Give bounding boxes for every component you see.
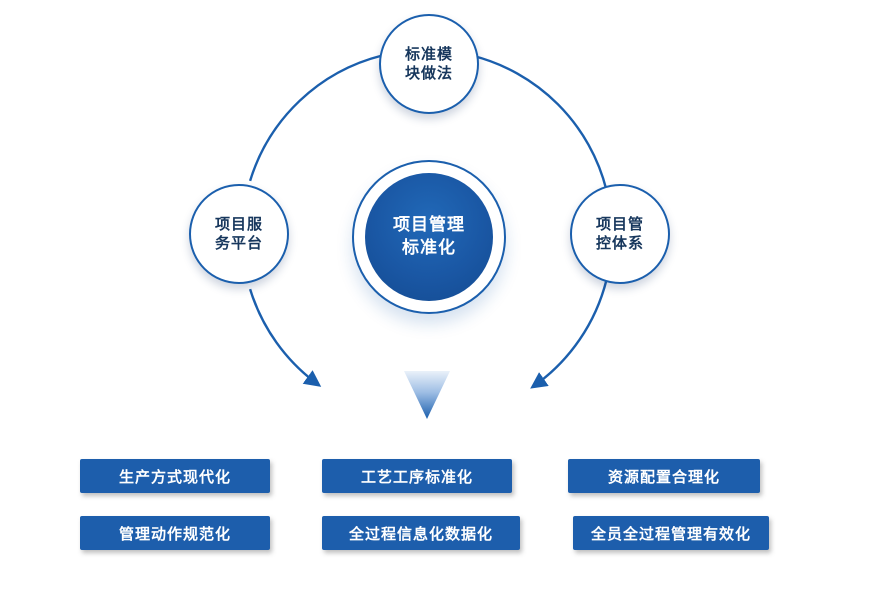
satellite-left-label-line2: 务平台 [214, 235, 263, 252]
center-circle-core: 项目管理 标准化 [365, 173, 493, 301]
result-box-resource-allocation: 资源配置合理化 [568, 459, 760, 493]
center-label-line1: 项目管理 [393, 215, 465, 235]
satellite-circle-left: 项目服 务平台 [189, 184, 289, 284]
result-box-label: 生产方式现代化 [118, 468, 231, 486]
result-box-informatization: 全过程信息化数据化 [322, 516, 520, 550]
down-arrow-icon [404, 371, 450, 419]
result-box-label: 工艺工序标准化 [360, 468, 473, 486]
arc-top-left [248, 54, 383, 182]
result-box-label: 资源配置合理化 [607, 468, 720, 486]
arc-left-bottom [248, 288, 322, 387]
satellite-right-label-line1: 项目管 [595, 215, 644, 233]
satellite-circle-top: 标准模 块做法 [379, 14, 479, 114]
satellite-right-label-line2: 控体系 [595, 235, 644, 252]
center-circle-ring: 项目管理 标准化 [352, 160, 506, 314]
result-box-management-action: 管理动作规范化 [80, 516, 270, 550]
arc-top-right [471, 54, 608, 191]
result-box-process-standardization: 工艺工序标准化 [322, 459, 512, 493]
arc-right-bottom [530, 279, 608, 389]
center-label-line2: 标准化 [402, 238, 456, 257]
satellite-top-label-line2: 块做法 [404, 65, 453, 82]
result-box-label: 管理动作规范化 [118, 525, 231, 543]
satellite-left-label-line1: 项目服 [214, 215, 263, 233]
result-box-whole-process-management: 全员全过程管理有效化 [573, 516, 769, 550]
result-box-label: 全过程信息化数据化 [348, 525, 493, 543]
satellite-circle-right: 项目管 控体系 [570, 184, 670, 284]
result-box-production-modernization: 生产方式现代化 [80, 459, 270, 493]
result-box-label: 全员全过程管理有效化 [590, 525, 751, 543]
satellite-top-label-line1: 标准模 [404, 45, 453, 63]
